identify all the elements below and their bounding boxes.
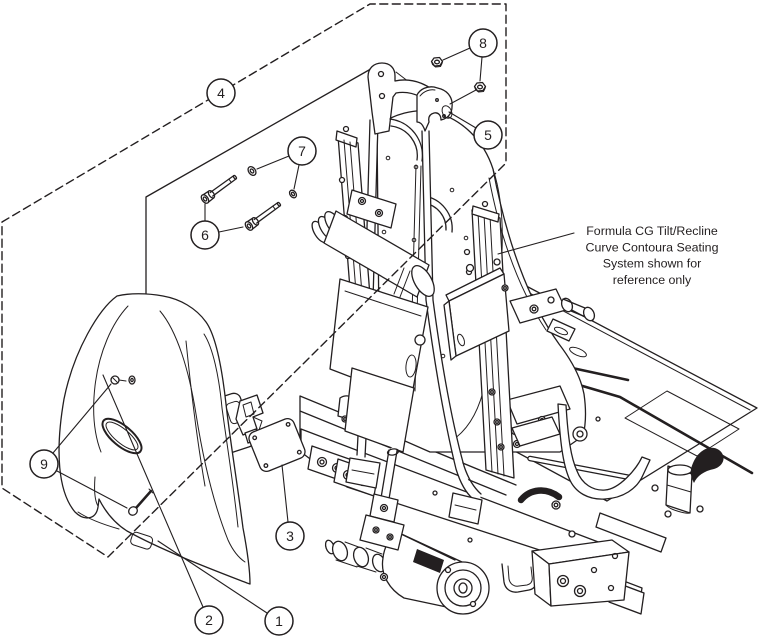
leader-9b: [56, 470, 128, 509]
callout-8-label: 8: [479, 35, 487, 51]
callouts: 4 8 5 7 6 9 3: [29, 28, 503, 636]
reference-note-line-2: Curve Contoura Seating: [586, 240, 719, 254]
callout-3-label: 3: [286, 528, 294, 544]
leader-7b: [293, 164, 300, 190]
leader-3: [281, 464, 289, 523]
callout-4-label: 4: [217, 85, 225, 101]
shroud-screw-upper: [110, 375, 136, 385]
nut-icon: [430, 56, 444, 68]
callout-8: 8: [468, 28, 498, 58]
leader-6b: [218, 226, 244, 233]
hardware: [200, 56, 487, 231]
leader-7a: [256, 155, 290, 170]
leader-note: [497, 232, 575, 255]
leader-lines: [52, 47, 575, 614]
drive-motor: [324, 531, 490, 615]
callout-3: 3: [275, 521, 305, 551]
callout-1: 1: [264, 606, 294, 636]
washer-icon: [247, 165, 257, 177]
right-rail: [443, 200, 515, 479]
dashed-boundary: [1, 3, 507, 558]
callout-7-label: 7: [298, 143, 306, 159]
bolt-icon: [244, 201, 282, 231]
leader-9a: [52, 383, 112, 454]
reference-note-line-3: System shown for: [603, 257, 701, 271]
leader-8b: [479, 56, 483, 82]
reference-note-line-1: Formula CG Tilt/Recline: [586, 224, 718, 238]
callout-5-label: 5: [484, 127, 492, 143]
reference-note: Formula CG Tilt/Recline Curve Contoura S…: [586, 224, 719, 287]
callout-9: 9: [29, 449, 59, 479]
leader-2: [102, 374, 204, 608]
callout-7: 7: [287, 136, 317, 166]
callout-2-label: 2: [205, 612, 213, 628]
leader-8a: [442, 47, 471, 61]
reference-note-line-4: reference only: [613, 273, 692, 287]
callout-4: 4: [206, 78, 236, 108]
shroud-screw-lower: [128, 488, 154, 516]
callout-6-label: 6: [201, 227, 209, 243]
controller-box: [531, 530, 630, 607]
callout-1-label: 1: [275, 613, 283, 629]
leader-5: [448, 111, 477, 129]
leader-1: [157, 540, 268, 614]
cover-plate: [248, 418, 306, 472]
shroud-cover: [58, 293, 251, 585]
bolt-icon: [200, 174, 238, 204]
callout-6: 6: [190, 220, 220, 250]
callout-2: 2: [194, 605, 224, 635]
backrest-hanger: [367, 62, 477, 162]
seat-brackets: [506, 288, 596, 510]
tilt-actuator: [311, 210, 435, 551]
washer-icon: [288, 189, 298, 199]
callout-9-label: 9: [40, 456, 48, 472]
callout-5: 5: [473, 120, 503, 150]
swing-arm: [557, 403, 724, 518]
nut-icon: [473, 81, 487, 93]
